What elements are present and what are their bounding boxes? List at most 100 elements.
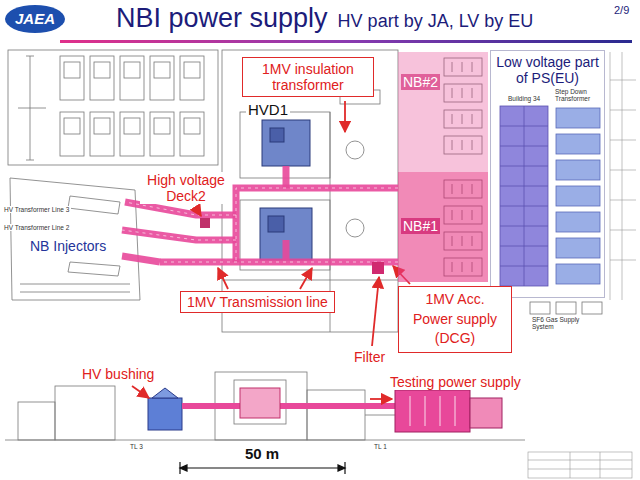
hv-deck: [268, 216, 284, 232]
leader-arrow: [372, 277, 379, 346]
testing-power-supply: [395, 390, 502, 432]
testing-power-supply: [410, 396, 455, 426]
leader-arrow: [344, 101, 346, 132]
low-voltage-ps: [556, 186, 600, 206]
transformer-yard: [150, 112, 174, 156]
elevation-view: [5, 372, 525, 440]
transformer-yard: [64, 62, 80, 78]
elevation-line: [182, 388, 395, 418]
slide-title: NBI power supply: [116, 3, 328, 34]
leader-arrow: [196, 208, 201, 216]
transformer-yard: [124, 118, 140, 134]
nb-injectors: [68, 196, 120, 214]
part-name: HVD1: [246, 101, 290, 118]
nbi-building: [346, 219, 364, 237]
transformer-yard: [184, 118, 200, 134]
logo-text: JAEA: [15, 10, 55, 27]
transformer-yard: [18, 56, 46, 160]
testing-power-supply: [470, 398, 502, 428]
transmission-line: [283, 166, 290, 260]
header: [60, 40, 632, 43]
node-label: Low voltage part of PS(EU): [493, 54, 602, 86]
node-label: 1MV Transmission line: [187, 294, 328, 310]
nb-injectors: [68, 262, 120, 276]
elevation-line: [182, 403, 395, 409]
transmission-line: [122, 256, 160, 262]
hv-deck2-marker: [200, 218, 384, 274]
nbi-building: [222, 50, 398, 332]
sf6-supply: [530, 302, 602, 314]
low-voltage-ps: [556, 108, 600, 128]
transmission-line-texture: [122, 230, 236, 240]
callout-box: 1MV Acc. Power supply (DCG): [398, 286, 512, 353]
transformer-yard: [184, 62, 200, 78]
transformer-yard: [120, 112, 144, 156]
nb-region: NB#2: [398, 52, 488, 172]
transformer-yard: [124, 62, 140, 78]
hv-bushing: [148, 388, 182, 430]
transformer-yard: [64, 118, 80, 134]
node-label: NB#2: [401, 74, 440, 90]
leader-arrow: [300, 268, 312, 289]
side-tables: [610, 52, 636, 300]
low-voltage-ps: [500, 106, 548, 286]
page-number: 2/9: [612, 4, 631, 17]
dimension-text: 50 m: [243, 445, 281, 462]
leader-arrow: [218, 268, 228, 289]
drawing-note: Step Down Transformer: [553, 88, 603, 103]
transformer-yard: [60, 56, 84, 100]
transformer-yard: [8, 50, 218, 165]
transmission-line-texture: [236, 188, 398, 262]
hv-deck: [262, 120, 310, 166]
low-voltage-ps: [556, 160, 600, 180]
transmission-line-texture: [160, 262, 398, 263]
hv-deck2-marker: [200, 218, 210, 228]
low-voltage-ps: [556, 264, 600, 284]
hv-deck2-marker: [372, 262, 384, 274]
callout-box: 1MV Transmission line: [180, 291, 335, 313]
elevation-view: [365, 415, 395, 416]
nb-injectors: [20, 284, 130, 292]
low-voltage-ps: [500, 106, 600, 286]
transmission-line: [236, 188, 398, 262]
callout-text: Filter: [352, 349, 387, 365]
node-label: 1MV Acc. Power supply (DCG): [404, 290, 506, 349]
leader-arrow: [132, 386, 149, 398]
drawing-note: TL 1: [372, 443, 389, 450]
transformer-yard: [150, 56, 174, 100]
elevation-view: [18, 402, 55, 440]
elevation-view: [234, 380, 286, 424]
scale-bar: [180, 462, 345, 474]
title-block: [528, 452, 632, 478]
transformer-yard: [154, 62, 170, 78]
low-voltage-ps: [556, 238, 600, 258]
nb-injectors: [10, 178, 140, 300]
nb-injectors: [10, 178, 140, 300]
transformer-yard: [90, 112, 114, 156]
title-block: [528, 452, 632, 478]
transmission-line: [160, 259, 398, 266]
callout-text: HV bushing: [80, 366, 156, 382]
transformer-yard: [90, 56, 114, 100]
callout-text: Testing power supply: [388, 374, 523, 390]
transformer-yard: [94, 62, 110, 78]
elevation-view: [307, 390, 365, 440]
nbi-building: [346, 141, 364, 159]
leader-arrow: [132, 101, 410, 399]
scale-bar: [338, 465, 345, 471]
transformer-yard: [120, 56, 144, 100]
low-voltage-ps: [556, 134, 600, 154]
callout-text: High voltage Deck2: [140, 172, 232, 204]
hv-bushing: [152, 388, 178, 398]
transformer-yard: [154, 118, 170, 134]
elevation-view: [55, 386, 115, 440]
transmission-line: [122, 230, 236, 240]
subtitle: HV part by JA, LV by EU: [336, 11, 536, 32]
testing-power-supply: [395, 390, 470, 432]
hv-deck: [270, 128, 284, 142]
drawing-note: SF6 Gas Supply System: [530, 316, 604, 331]
title-block: [528, 452, 632, 478]
transformer-yard: [60, 112, 84, 156]
nb-region: NB#1: [398, 172, 488, 282]
